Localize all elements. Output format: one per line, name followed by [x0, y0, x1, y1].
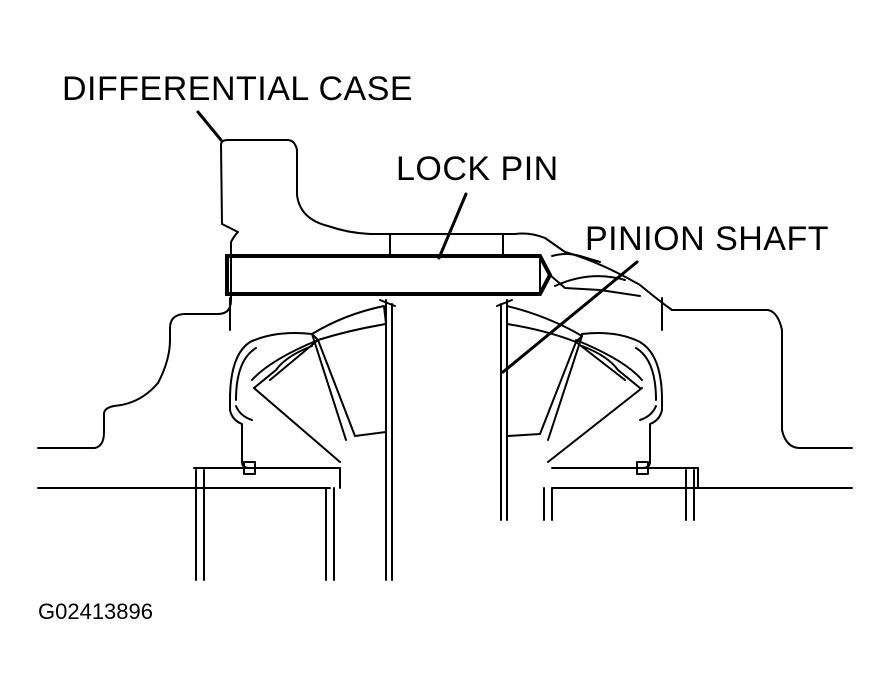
right-axle-lines	[543, 469, 695, 521]
leader-pinion-shaft	[501, 260, 639, 374]
case-inner-lines	[229, 297, 663, 331]
pin-pocket	[549, 253, 641, 297]
right-bearing-box	[636, 461, 649, 475]
left-pinion-gear	[311, 305, 387, 341]
left-side-gear	[251, 339, 319, 389]
right-side-gear	[575, 339, 643, 389]
lock-pin-shape	[225, 254, 553, 296]
differential-case-outline-right	[514, 232, 853, 449]
case-top-center	[384, 233, 516, 257]
left-bearing-box	[243, 461, 256, 475]
label-pinion-shaft: PINION SHAFT	[585, 220, 830, 258]
label-lock-pin: LOCK PIN	[396, 150, 559, 188]
pinion-shaft-right-edge	[500, 299, 508, 521]
pinion-shaft-left-edge	[385, 299, 393, 581]
left-gear-teeth	[253, 333, 387, 463]
leader-lock-pin	[437, 192, 468, 260]
pinion-shaft-top-caps	[379, 299, 513, 307]
lower-horizontal-lines	[193, 467, 699, 489]
leader-differential-case	[196, 110, 223, 142]
figure-code: G02413896	[38, 599, 153, 624]
right-housing	[581, 332, 663, 469]
left-axle-lines	[195, 469, 335, 581]
label-differential-case: DIFFERENTIAL CASE	[62, 70, 414, 108]
left-housing	[229, 332, 313, 469]
right-gear-teeth	[506, 335, 643, 463]
